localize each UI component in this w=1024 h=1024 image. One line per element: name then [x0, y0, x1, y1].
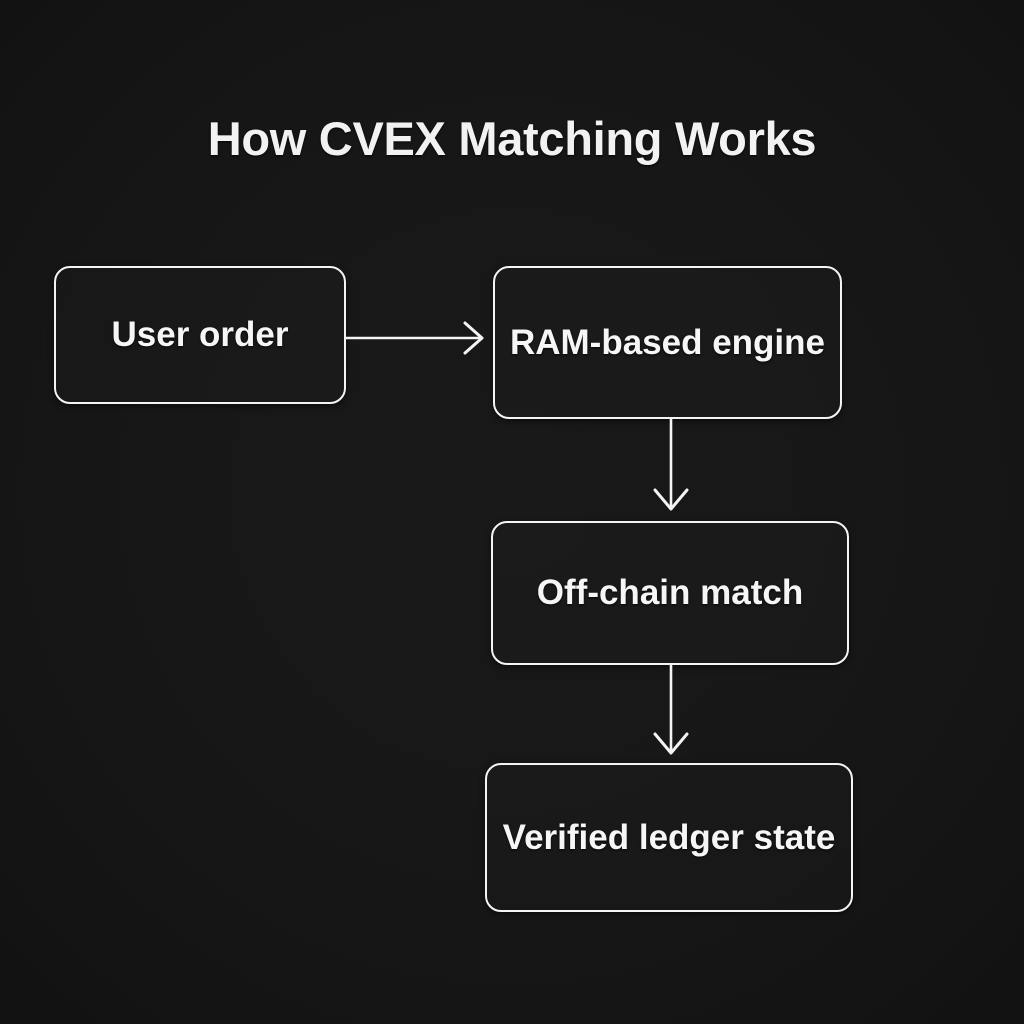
arrow-user-order-to-ram-engine	[346, 321, 484, 355]
flow-node-user-order: User order	[54, 266, 346, 404]
flow-node-label: RAM-based engine	[509, 322, 826, 362]
flow-node-label: Off-chain match	[536, 573, 804, 612]
flow-node-ram-engine: RAM-based engine	[493, 266, 842, 419]
arrow-ram-engine-to-offchain-match	[653, 419, 689, 511]
arrowhead-down-icon	[653, 732, 689, 755]
arrowhead-down-icon	[653, 488, 689, 511]
flow-node-label: User order	[111, 315, 289, 354]
flow-node-label: Verified ledger state	[502, 817, 836, 857]
flow-node-verified-ledger: Verified ledger state	[485, 763, 853, 912]
page-title: How CVEX Matching Works	[207, 112, 817, 165]
arrowhead-right-icon	[463, 321, 484, 355]
flow-node-offchain-match: Off-chain match	[491, 521, 849, 665]
arrow-offchain-match-to-verified-ledger	[653, 665, 689, 755]
